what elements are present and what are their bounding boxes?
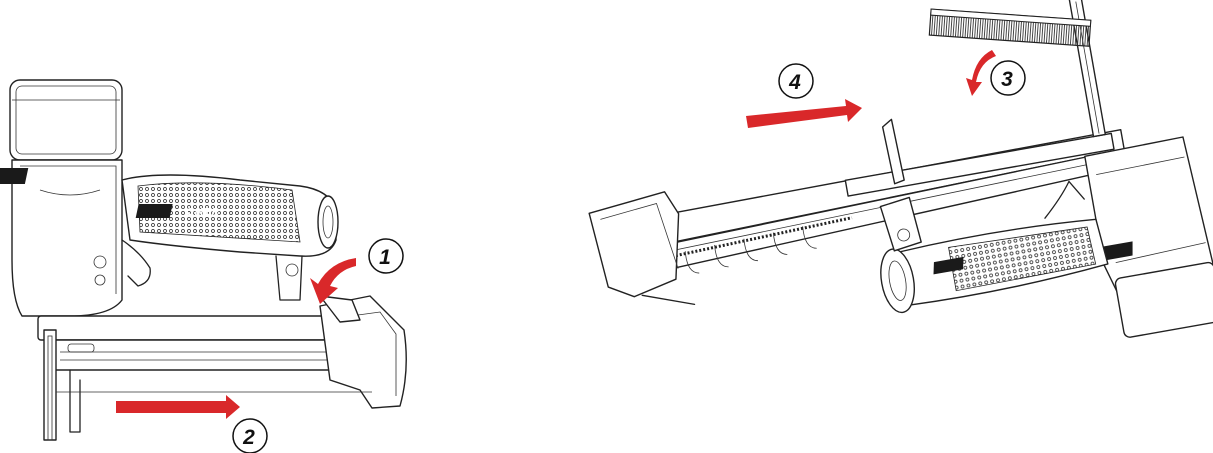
svg-text:2: 2 <box>242 426 255 449</box>
brand-badge-left <box>0 168 29 184</box>
step-label-3: 3 <box>990 60 1026 96</box>
stapler-left: OMER OMER <box>0 79 407 441</box>
svg-text:1: 1 <box>379 246 391 269</box>
arrow-step-4 <box>746 99 862 128</box>
stapler-right: OMER <box>588 0 1213 338</box>
arrow-step-1 <box>310 258 356 304</box>
stapler-right-head: OMER <box>1084 136 1213 338</box>
svg-text:OMER: OMER <box>27 172 61 183</box>
step-arrows <box>116 50 996 419</box>
staple-strip <box>928 8 1092 47</box>
arrow-step-3 <box>966 50 996 96</box>
arrow-step-2 <box>116 395 240 419</box>
svg-text:3: 3 <box>1001 68 1013 91</box>
step-label-4: 4 <box>778 63 814 99</box>
stapler-left-handle: OMER <box>121 174 339 257</box>
stapler-left-magazine <box>37 295 407 441</box>
step-label-1: 1 <box>368 238 404 274</box>
svg-text:OMER: OMER <box>186 207 220 218</box>
stapler-right-handle <box>879 180 1109 314</box>
stapler-right-magazine <box>588 0 1125 305</box>
stapler-left-head: OMER <box>0 79 123 317</box>
svg-text:4: 4 <box>788 71 801 94</box>
step-label-2: 2 <box>232 418 268 453</box>
stapler-left-trigger <box>93 239 303 301</box>
